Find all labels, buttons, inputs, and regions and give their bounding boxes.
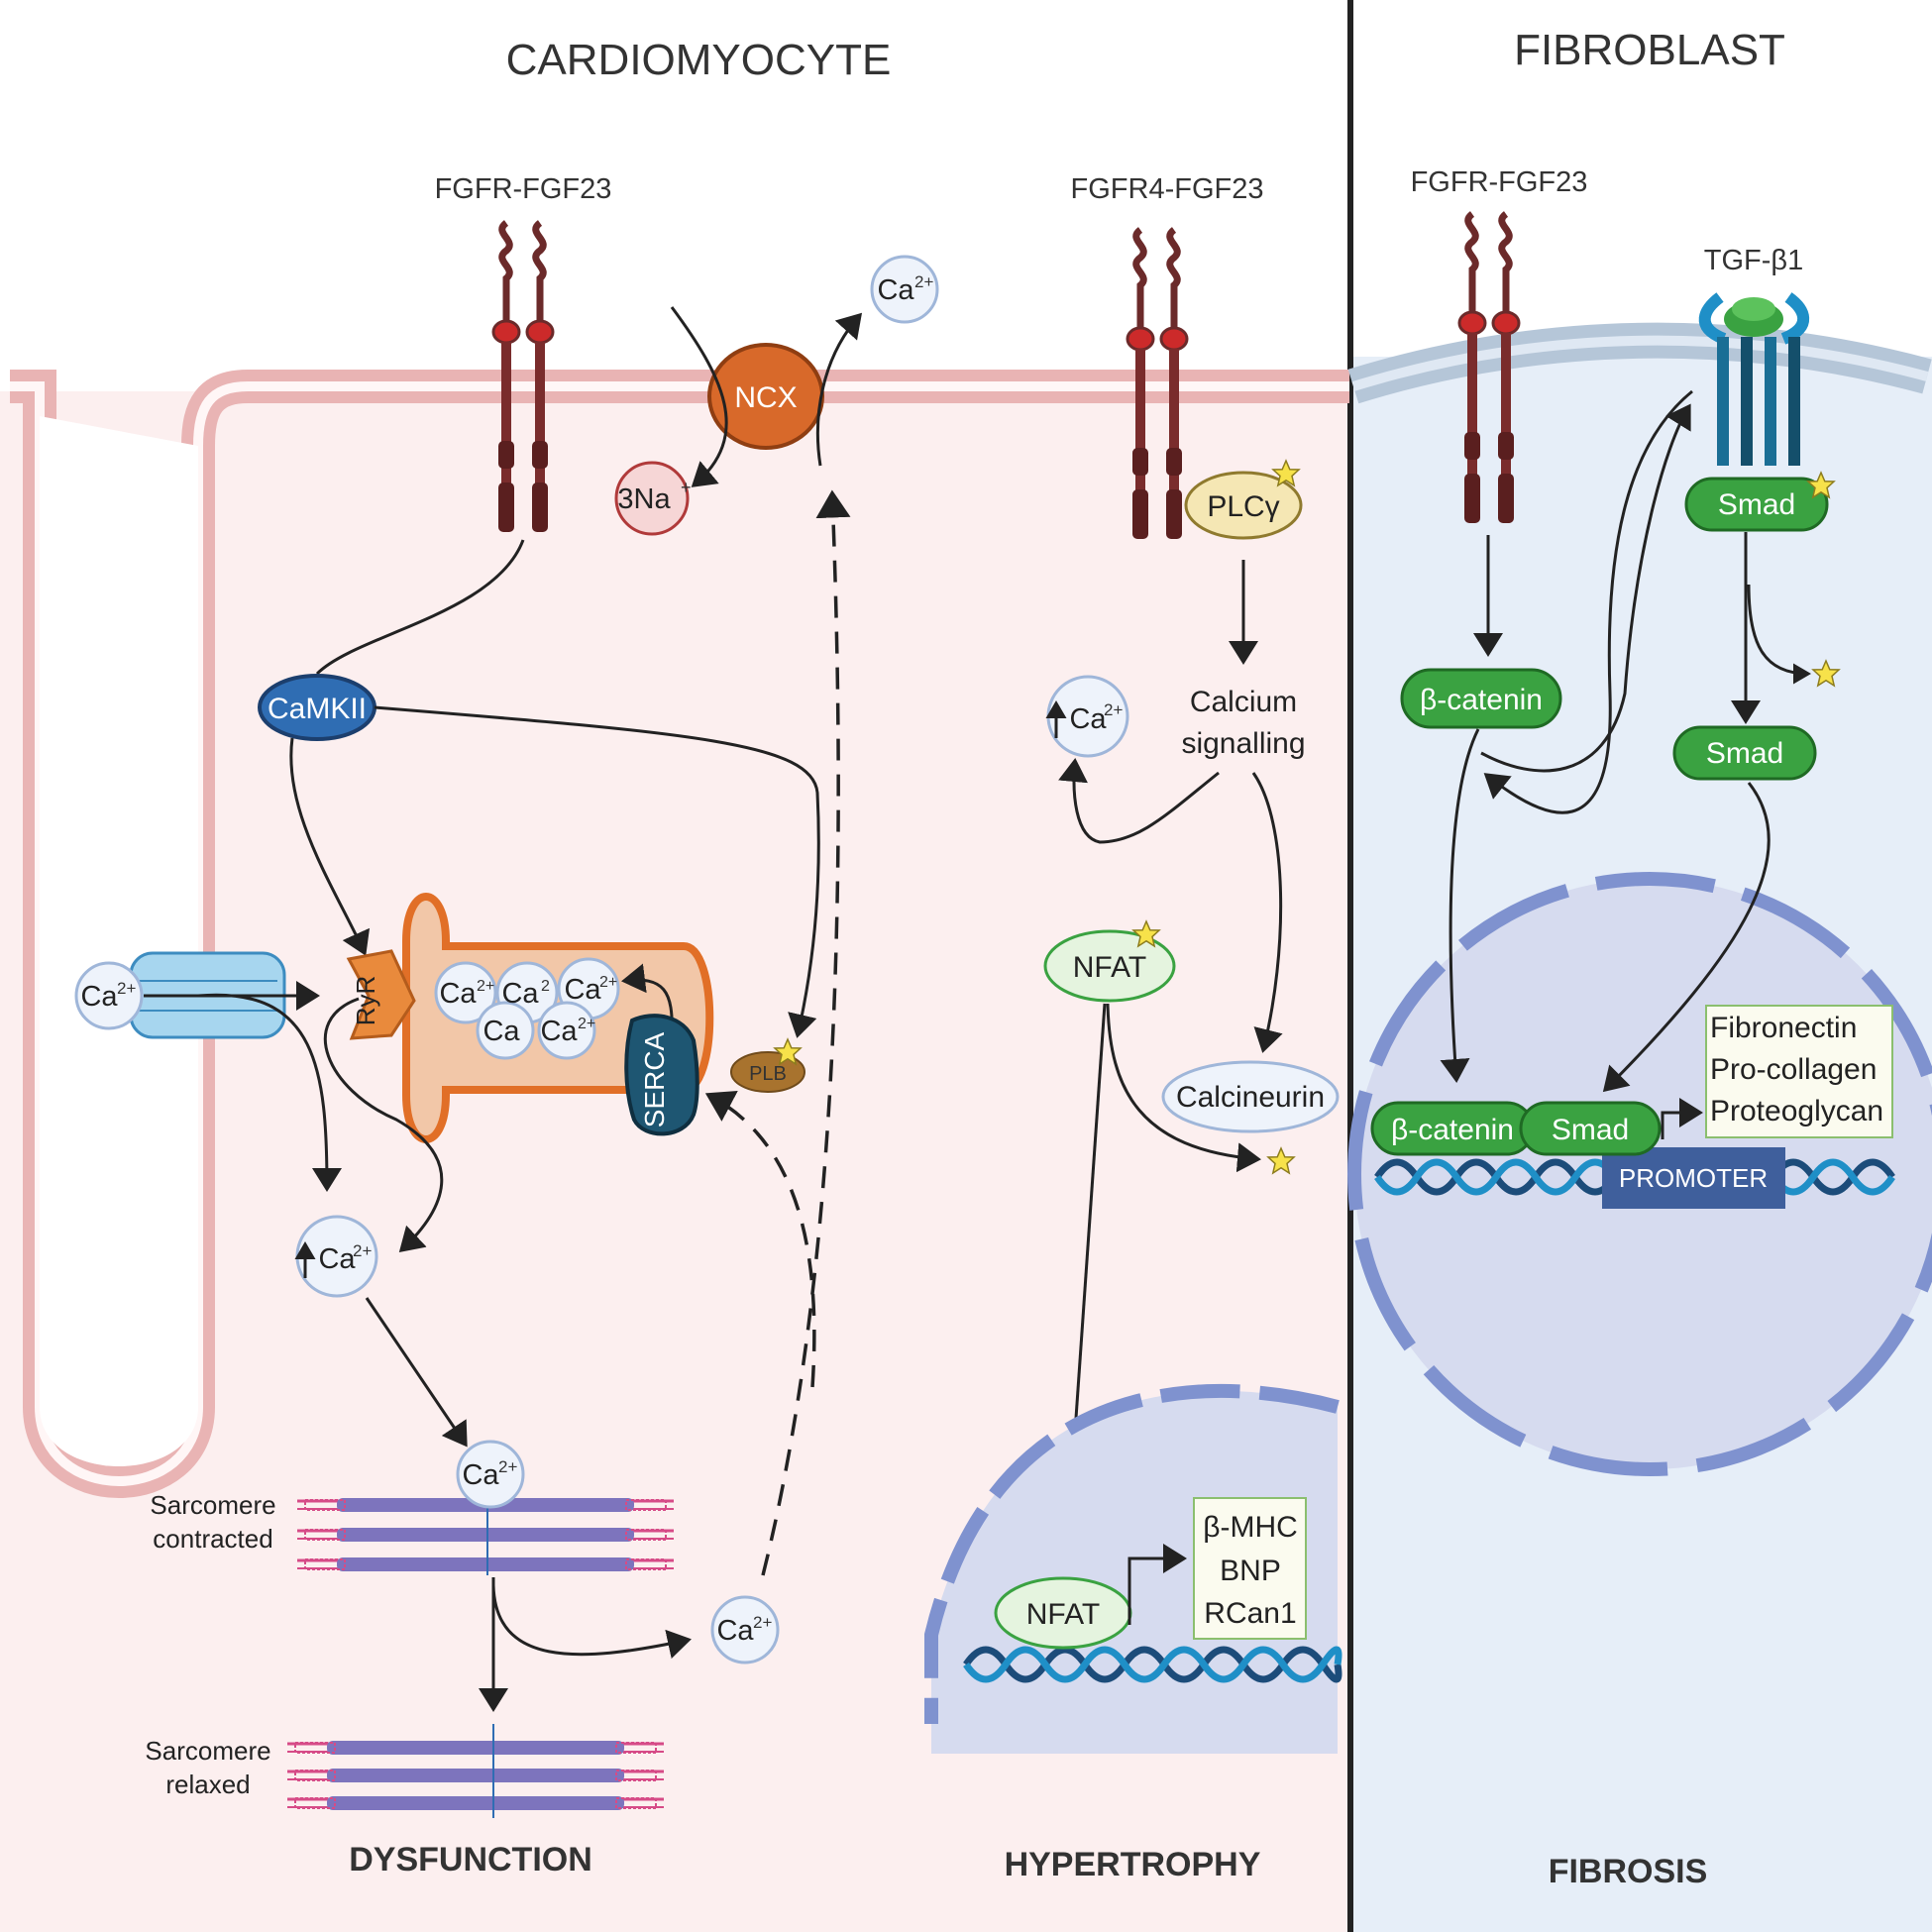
svg-text:β-catenin: β-catenin [1391, 1114, 1514, 1146]
svg-text:Ca: Ca [564, 974, 601, 1006]
svg-text:Ca: Ca [318, 1243, 356, 1275]
svg-text:NFAT: NFAT [1073, 951, 1146, 984]
svg-text:NFAT: NFAT [1026, 1598, 1100, 1631]
calcium-increase-cytosol: Ca 2+ [294, 1215, 378, 1298]
calcium-ion-ltype: Ca 2+ [74, 961, 144, 1030]
fgfr-fgf23-right-label: FGFR-FGF23 [1411, 166, 1588, 198]
sarcomere-contracted-label-2: contracted [153, 1524, 272, 1554]
calcium-increase-hypertrophy: Ca 2+ [1045, 675, 1129, 758]
plb: PLB [730, 1038, 805, 1093]
svg-text:2+: 2+ [498, 1457, 517, 1476]
svg-text:2+: 2+ [353, 1241, 372, 1260]
fibroblast-title: FIBROBLAST [1514, 26, 1785, 74]
svg-text:Ca: Ca [716, 1615, 754, 1647]
svg-text:Ca: Ca [1069, 703, 1107, 735]
gene-rcan1: RCan1 [1204, 1597, 1296, 1630]
sarcomere-contracted-label-1: Sarcomere [150, 1490, 275, 1520]
ncx-exchanger: NCX [707, 343, 824, 450]
calcium-ion-extracellular: Ca 2+ [870, 255, 939, 324]
svg-text:2+: 2+ [117, 979, 136, 998]
fgfr4-fgf23-label: FGFR4-FGF23 [1071, 173, 1264, 205]
svg-text:2+: 2+ [1104, 700, 1123, 719]
svg-text:2+: 2+ [477, 978, 494, 995]
calcium-ion-sarcomere: Ca 2+ [456, 1440, 525, 1509]
ncx-label: NCX [734, 381, 797, 414]
hypertrophy-genes-box: β-MHC BNP RCan1 [1193, 1497, 1307, 1640]
svg-text:2: 2 [541, 978, 550, 995]
svg-text:Ca: Ca [877, 274, 914, 306]
calcium-signalling-label-2: signalling [1181, 727, 1305, 760]
svg-text:Calcineurin: Calcineurin [1176, 1081, 1325, 1114]
svg-text:Ca: Ca [501, 978, 539, 1010]
fgfr-fgf23-left-label: FGFR-FGF23 [435, 173, 612, 205]
svg-text:PROMOTER: PROMOTER [1619, 1163, 1768, 1193]
nfat-cytosol: NFAT [1043, 920, 1176, 1003]
tgf-b1-label: TGF-β1 [1704, 245, 1803, 276]
svg-text:2+: 2+ [753, 1613, 772, 1632]
outcome-dysfunction: DYSFUNCTION [349, 1841, 592, 1878]
svg-text:Ca: Ca [439, 978, 477, 1010]
svg-text:Ca: Ca [540, 1016, 578, 1047]
svg-text:Ca: Ca [483, 1016, 520, 1047]
camkii-label: CaMKII [268, 693, 367, 725]
svg-text:2+: 2+ [599, 974, 617, 991]
outcome-fibrosis: FIBROSIS [1549, 1853, 1708, 1890]
svg-text:3Na: 3Na [617, 483, 671, 515]
gene-pro-collagen: Pro-collagen [1710, 1053, 1877, 1086]
promoter: PROMOTER [1602, 1147, 1785, 1209]
smad-membrane: Smad [1684, 472, 1835, 532]
svg-text:SERCA: SERCA [639, 1031, 670, 1127]
svg-text:Smad: Smad [1552, 1114, 1629, 1146]
svg-text:Smad: Smad [1718, 488, 1795, 521]
camkii: CaMKII [258, 674, 376, 741]
calcium-signalling-label-1: Calcium [1190, 686, 1297, 718]
outcome-hypertrophy: HYPERTROPHY [1005, 1846, 1261, 1883]
sarcomere-relaxed-label-1: Sarcomere [145, 1736, 270, 1766]
gene-bnp: BNP [1220, 1555, 1281, 1587]
ryr-channel: RyR [346, 949, 416, 1040]
smad-cytosol: Smad [1672, 725, 1817, 781]
cardiomyocyte-nucleus [924, 1383, 1340, 1754]
calcium-ion-released: Ca 2+ [710, 1595, 780, 1664]
svg-text:PLCγ: PLCγ [1207, 490, 1279, 523]
sarcomere-relaxed-label-2: relaxed [165, 1770, 250, 1799]
svg-text:+: + [681, 478, 692, 497]
tgf-b1-receptor [1698, 292, 1810, 466]
dna-hypertrophy [963, 1646, 1342, 1683]
svg-text:β-catenin: β-catenin [1420, 684, 1543, 716]
sarcomere-relaxed [285, 1724, 666, 1818]
calcineurin: Calcineurin [1161, 1060, 1340, 1133]
nfat-nucleus: NFAT [994, 1576, 1132, 1650]
svg-text:Smad: Smad [1706, 737, 1783, 770]
fibrosis-genes-box: Fibronectin Pro-collagen Proteoglycan [1705, 1005, 1893, 1138]
svg-text:Ca: Ca [462, 1459, 499, 1491]
beta-catenin-cytosol: β-catenin [1400, 668, 1562, 729]
smad-dna: Smad [1519, 1101, 1662, 1156]
beta-catenin-dna: β-catenin [1370, 1101, 1535, 1156]
gene-beta-mhc: β-MHC [1203, 1511, 1298, 1544]
serca-pump: SERCA [624, 1014, 699, 1136]
cardiomyocyte-title: CARDIOMYOCYTE [506, 36, 892, 84]
svg-text:2+: 2+ [914, 272, 933, 291]
sodium-ion: 3Na + [614, 461, 692, 536]
plcg: PLCγ [1184, 460, 1303, 540]
sr-calcium-cluster: Ca 2+ Ca 2 Ca 2+ Ca Ca 2+ [434, 957, 620, 1060]
svg-text:2+: 2+ [578, 1016, 595, 1032]
svg-text:PLB: PLB [749, 1063, 787, 1085]
svg-text:Ca: Ca [80, 981, 118, 1013]
gene-fibronectin: Fibronectin [1710, 1012, 1857, 1044]
gene-proteoglycan: Proteoglycan [1710, 1095, 1883, 1127]
